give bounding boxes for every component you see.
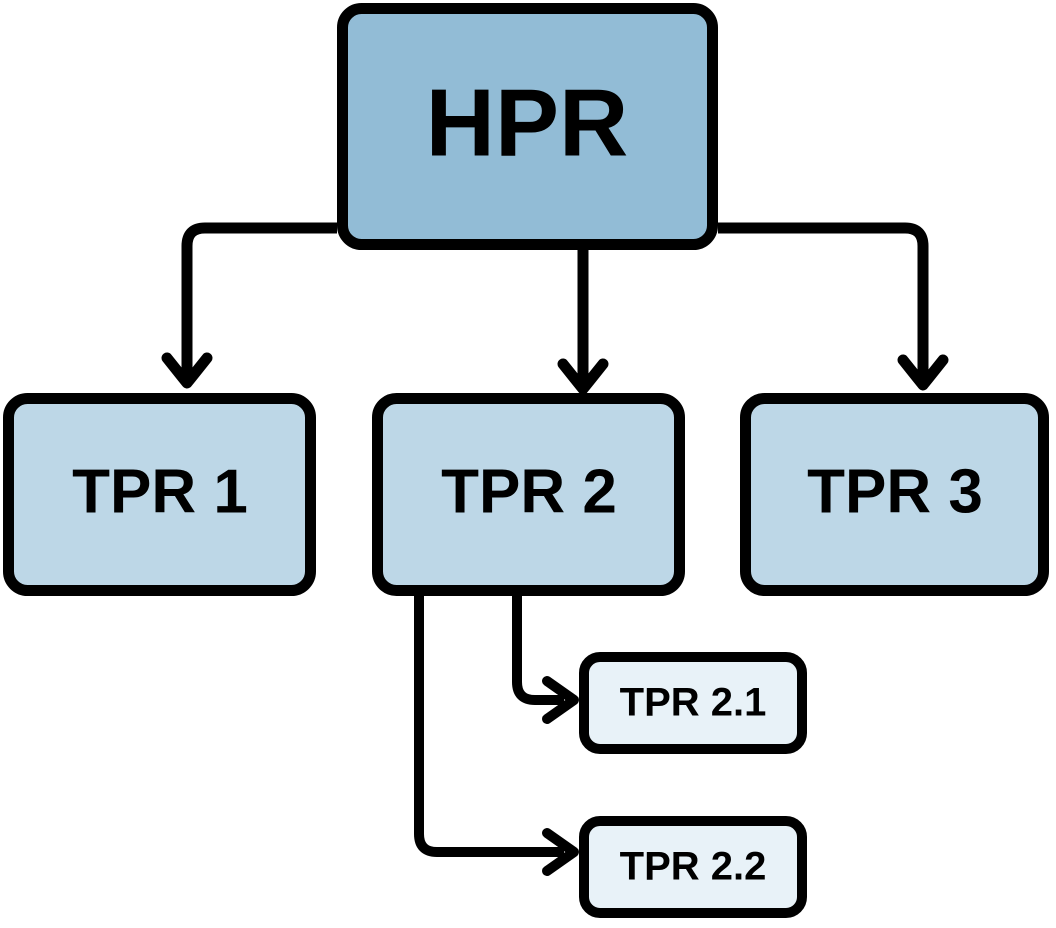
- edge-hpr-to-tpr1-line: [181, 222, 337, 375]
- edge-hpr-to-tpr2-arrowhead: [557, 358, 609, 395]
- node-tpr3[interactable]: TPR 3: [740, 393, 1049, 596]
- node-tpr21-label: TPR 2.1: [620, 681, 767, 725]
- node-tpr1[interactable]: TPR 1: [3, 393, 316, 596]
- node-tpr2-label: TPR 2: [441, 457, 617, 526]
- edge-tpr2-to-tpr21-arrowhead: [542, 676, 579, 724]
- edge-hpr-to-tpr1-arrowhead: [161, 352, 213, 389]
- edge-hpr-to-tpr1: [161, 222, 337, 389]
- node-hpr-label: HPR: [426, 69, 629, 176]
- node-tpr22[interactable]: TPR 2.2: [579, 816, 807, 918]
- node-tpr22-box[interactable]: [579, 816, 807, 918]
- node-tpr1-label: TPR 1: [72, 457, 248, 526]
- node-layer: HPR TPR 1 TPR 2 TPR 3 TPR 2.1: [3, 3, 1049, 918]
- edge-tpr2-to-tpr22-line: [414, 596, 564, 857]
- edge-hpr-to-tpr2: [557, 246, 609, 395]
- node-tpr2[interactable]: TPR 2: [372, 393, 685, 596]
- node-tpr21[interactable]: TPR 2.1: [579, 652, 807, 754]
- node-tpr2-box[interactable]: [372, 393, 685, 596]
- edge-tpr2-to-tpr21: [512, 596, 579, 724]
- edge-layer: [161, 222, 949, 876]
- edge-hpr-to-tpr3-line: [718, 222, 929, 377]
- edge-tpr2-to-tpr22: [414, 596, 579, 876]
- node-tpr22-label: TPR 2.2: [620, 845, 767, 889]
- node-tpr1-box[interactable]: [3, 393, 316, 596]
- node-tpr3-box[interactable]: [740, 393, 1049, 596]
- edge-tpr2-to-tpr21-line: [512, 596, 564, 705]
- edge-tpr2-to-tpr22-arrowhead: [542, 828, 579, 876]
- edge-hpr-to-tpr3: [718, 222, 949, 391]
- edge-hpr-to-tpr3-arrowhead: [897, 354, 949, 391]
- node-tpr21-box[interactable]: [579, 652, 807, 754]
- node-tpr3-label: TPR 3: [807, 457, 983, 526]
- node-hpr-box[interactable]: [337, 3, 718, 250]
- node-hpr[interactable]: HPR: [337, 3, 718, 250]
